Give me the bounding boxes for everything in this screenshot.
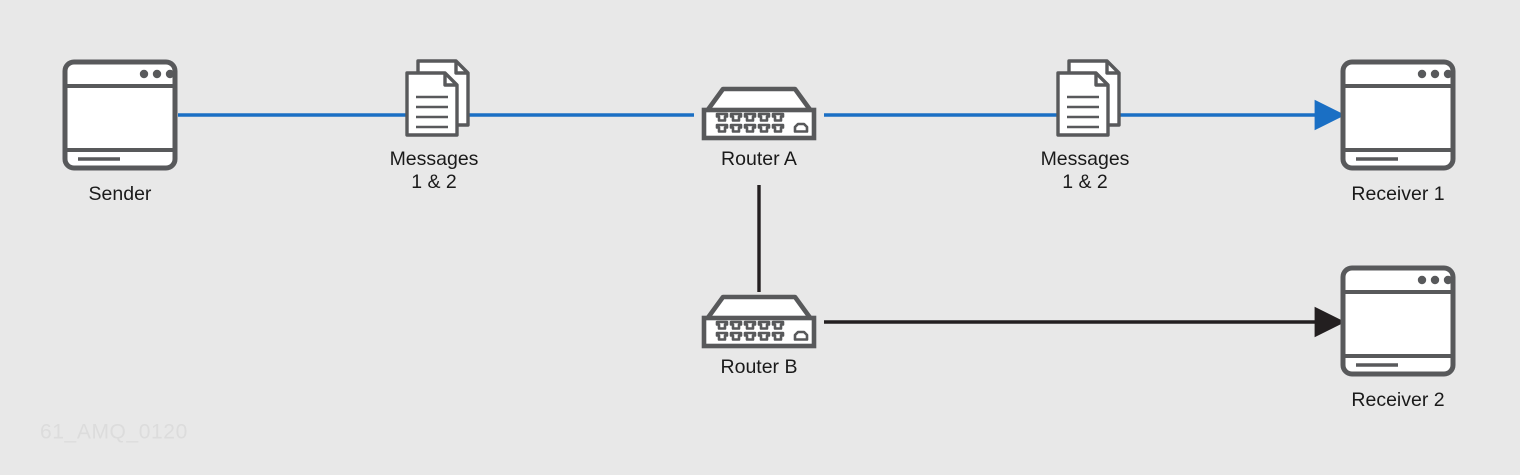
connection-layer	[178, 99, 1346, 338]
node-router-b[interactable]: Router B	[704, 297, 814, 378]
router-icon	[704, 297, 814, 346]
watermark-label: 61_AMQ_0120	[40, 421, 188, 444]
documents-icon	[1056, 59, 1121, 137]
messages-left-group: Messages 1 & 2	[390, 59, 479, 193]
node-receiver-1[interactable]: Receiver 1	[1343, 62, 1453, 205]
node-label-router-b: Router B	[721, 356, 798, 378]
messages-right-group: Messages 1 & 2	[1041, 59, 1130, 193]
node-router-a[interactable]: Router A	[704, 89, 814, 170]
documents-icon	[405, 59, 470, 137]
node-receiver-2[interactable]: Receiver 2	[1343, 268, 1453, 411]
window-icon	[1343, 62, 1453, 168]
messages-left-line1: Messages	[390, 148, 479, 170]
node-sender[interactable]: Sender	[65, 62, 175, 205]
node-label-receiver-2: Receiver 2	[1351, 389, 1444, 411]
router-icon	[704, 89, 814, 138]
messages-right-line1: Messages	[1041, 148, 1130, 170]
node-label-sender: Sender	[89, 183, 152, 205]
node-label-router-a: Router A	[721, 148, 797, 170]
window-icon	[65, 62, 175, 168]
messages-right-line2: 1 & 2	[1062, 171, 1108, 193]
window-icon	[1343, 268, 1453, 374]
messages-left-line2: 1 & 2	[411, 171, 457, 193]
node-label-receiver-1: Receiver 1	[1351, 183, 1444, 205]
